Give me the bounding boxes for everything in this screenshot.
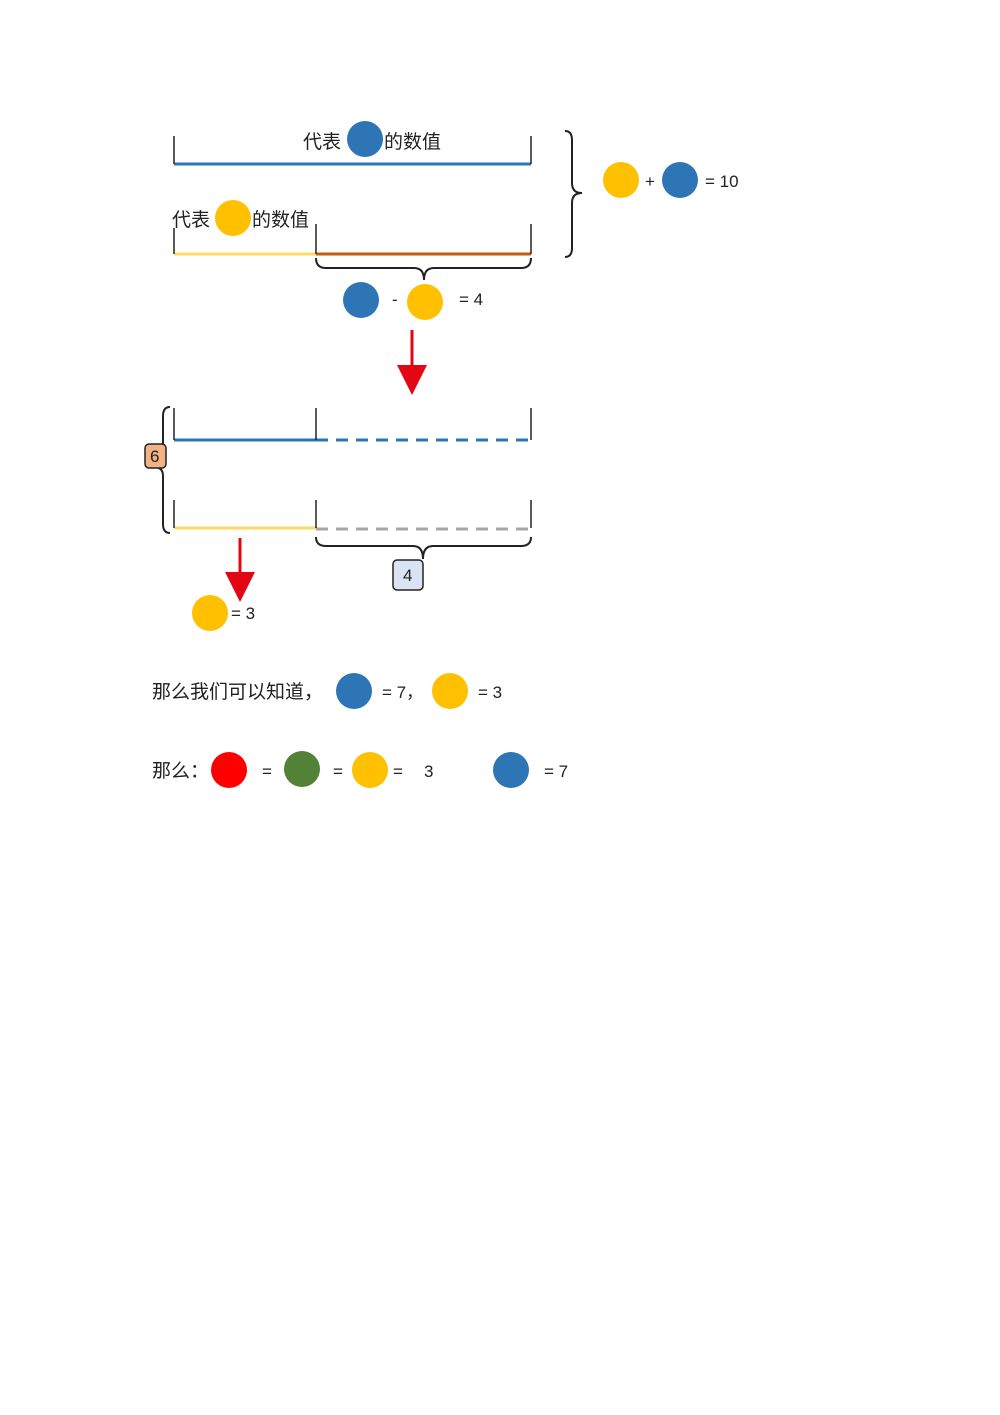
conclusion-line-2: 那么： = = = 3 = 7: [152, 751, 568, 788]
equals-sign-2: =: [333, 762, 343, 781]
blue-label-prefix: 代表: [303, 131, 341, 153]
conclusion-text-1: 那么我们可以知道，: [152, 681, 323, 703]
conclusion-text-2: 那么：: [152, 760, 209, 782]
equals-sign-1: =: [262, 762, 272, 781]
blue-circle-icon: [662, 162, 698, 198]
left-value-text: 6: [150, 447, 159, 466]
yellow-result-text: = 3: [231, 604, 255, 623]
yellow-segment-group: 代表 的数值: [172, 200, 532, 256]
yellow-circle-icon: [407, 284, 443, 320]
reduced-blue-segment: [173, 408, 532, 442]
blue-circle-icon: [336, 673, 372, 709]
sum-plus: +: [645, 172, 655, 191]
blue-equals-7: = 7: [544, 762, 568, 781]
yellow-result: = 3: [192, 595, 255, 631]
blue-circle-icon: [347, 121, 383, 157]
equals-sign-3: =: [393, 762, 403, 781]
bottom-value-box: 4: [392, 559, 424, 591]
right-brace: [564, 130, 583, 258]
yellow-circle-icon: [432, 673, 468, 709]
blue-equals-7: = 7，: [382, 683, 423, 702]
yellow-circle-icon: [192, 595, 228, 631]
left-value-box: 6: [144, 443, 167, 469]
difference-equation: - = 4: [343, 282, 483, 320]
value-three: 3: [424, 762, 433, 781]
difference-result: = 4: [459, 290, 483, 309]
sum-equation: + = 10: [603, 162, 739, 198]
bottom-value-text: 4: [403, 566, 412, 585]
red-circle-icon: [211, 752, 247, 788]
blue-circle-icon: [493, 752, 529, 788]
blue-segment-group: 代表 的数值: [173, 121, 532, 166]
gray-brace: [315, 536, 532, 560]
yellow-label-suffix: 的数值: [252, 209, 309, 231]
yellow-circle-icon: [215, 200, 251, 236]
left-brace: [153, 406, 171, 534]
reduced-yellow-segment: [173, 500, 532, 531]
yellow-circle-icon: [603, 162, 639, 198]
difference-minus: -: [392, 290, 398, 309]
sum-result: = 10: [705, 172, 739, 191]
yellow-equals-3: = 3: [478, 683, 502, 702]
yellow-circle-icon: [352, 752, 388, 788]
conclusion-line-1: 那么我们可以知道， = 7， = 3: [152, 673, 502, 709]
blue-circle-icon: [343, 282, 379, 318]
yellow-label-prefix: 代表: [172, 209, 210, 231]
blue-label-suffix: 的数值: [384, 131, 441, 153]
difference-brace: [315, 257, 532, 281]
green-circle-icon: [284, 751, 320, 787]
